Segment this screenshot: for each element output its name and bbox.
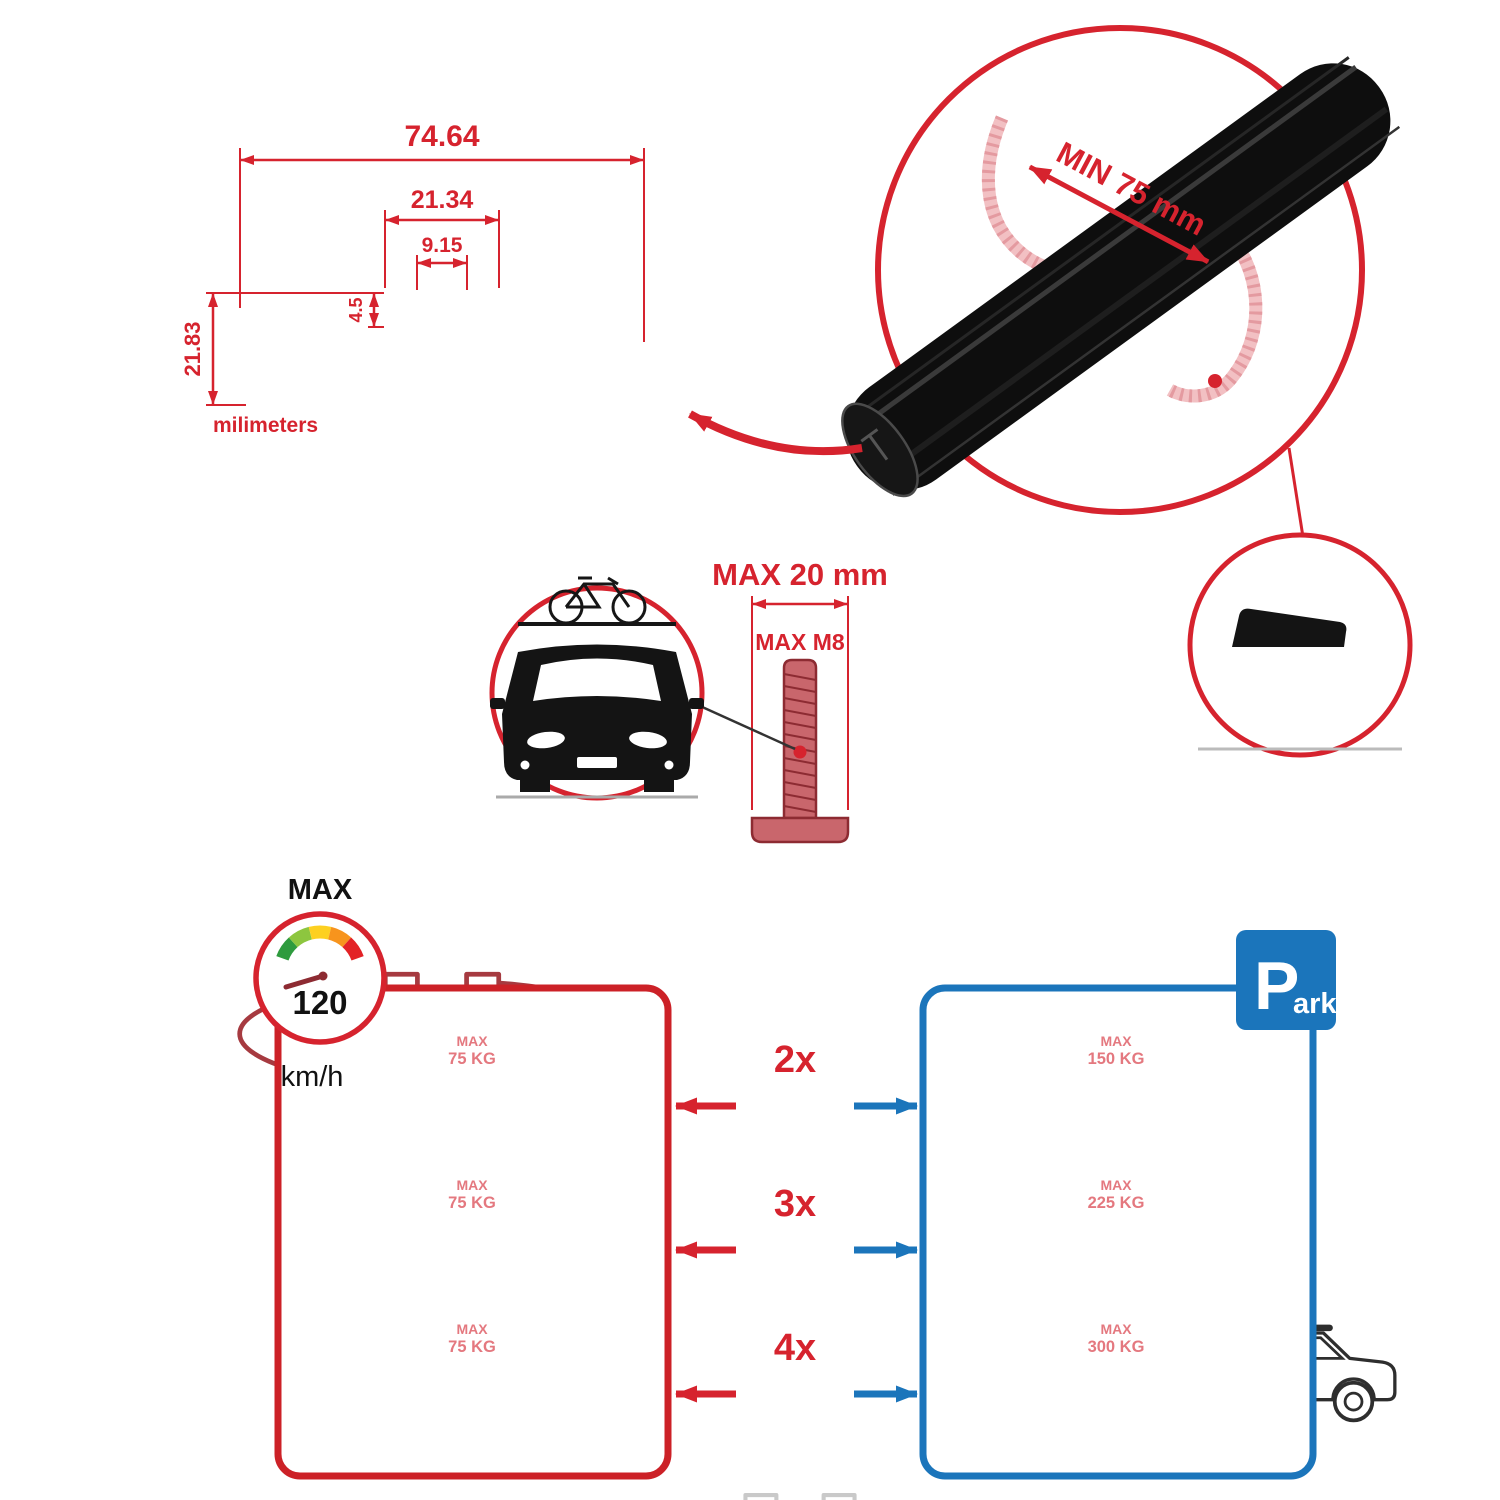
load-value: 300 KG — [1088, 1338, 1145, 1356]
park-sign-p: P — [1254, 948, 1299, 1024]
park-sign: P ark — [1236, 930, 1337, 1030]
load-value: 75 KG — [448, 1194, 496, 1212]
tslot-profile-gray — [605, 1491, 994, 1500]
roofbox-icon — [1232, 608, 1347, 647]
load-row-3: MAX 75 KG 4x MAX 300 KG — [448, 1321, 1145, 1403]
parked-panel — [919, 984, 1317, 1480]
dim-total-width: 74.64 — [404, 120, 479, 153]
headlight-left — [527, 731, 565, 749]
closeup-pointer-arrow — [688, 410, 863, 456]
load-value: 225 KG — [1088, 1194, 1145, 1212]
load-capacity-section: MAX 75 KG 2x MAX 150 KG MAX 75 KG 3x MAX — [253, 874, 1337, 1480]
max-thread-label: MAX M8 — [755, 629, 845, 655]
license-plate — [577, 757, 617, 768]
park-sign-ark: ark — [1293, 988, 1337, 1020]
suv-roofbox-icon — [1198, 608, 1402, 1421]
load-max-label: MAX — [1100, 1321, 1132, 1337]
bar-endcap-slot — [860, 428, 889, 461]
speed-limit-gauge: MAX 120 km/h — [253, 874, 387, 1093]
load-value: 150 KG — [1088, 1050, 1145, 1068]
min-span-arrow — [1028, 164, 1210, 265]
windshield — [533, 658, 661, 701]
bike-car-circle — [489, 576, 705, 801]
bolt-t-head — [750, 816, 850, 844]
load-max-label: MAX — [456, 1177, 488, 1193]
speed-max-label: MAX — [288, 874, 353, 906]
mirror-right — [689, 698, 704, 709]
driving-panel — [274, 984, 672, 1480]
cross-section-diagram: 74.64 21.34 9.15 4.5 21.83 milimeters — [180, 120, 644, 1087]
park-sign-background — [1236, 930, 1336, 1030]
bike-circle-connector — [699, 704, 796, 751]
car-front-icon — [490, 622, 704, 799]
bolt-point-dot — [793, 745, 807, 759]
unit-label: milimeters — [213, 414, 318, 437]
load-value: 75 KG — [448, 1338, 496, 1356]
bolt-diagram: MAX 20 mm MAX M8 — [605, 557, 994, 1500]
clamp-point-dot — [1208, 374, 1222, 388]
gauge-needle — [283, 973, 326, 990]
gauge-arc-segments — [276, 925, 364, 961]
circle-connector-line — [1287, 447, 1305, 538]
bar-closeup-circle: MIN 75 mm — [841, 25, 1401, 515]
bar-count: 4x — [774, 1327, 816, 1369]
speed-unit: km/h — [281, 1061, 344, 1093]
load-max-label: MAX — [456, 1321, 488, 1337]
mirror-left — [490, 698, 505, 709]
dim-slot-width: 9.15 — [422, 234, 463, 257]
max-head-width-label: MAX 20 mm — [712, 557, 888, 592]
clamp-right-icon — [1166, 225, 1263, 403]
load-max-label: MAX — [456, 1033, 488, 1049]
load-value: 75 KG — [448, 1050, 496, 1068]
dim-lip-depth: 4.5 — [346, 297, 366, 322]
headlight-right — [629, 731, 667, 749]
suv-roofbox-circle — [1187, 532, 1413, 1421]
bar-count: 3x — [774, 1183, 816, 1225]
bar-count: 2x — [774, 1039, 816, 1081]
load-max-label: MAX — [1100, 1033, 1132, 1049]
load-max-label: MAX — [1100, 1177, 1132, 1193]
dim-total-height: 21.83 — [180, 321, 205, 376]
load-row-1: MAX 75 KG 2x MAX 150 KG — [448, 1033, 1145, 1115]
dim-channel-width: 21.34 — [411, 186, 474, 214]
load-row-2: MAX 75 KG 3x MAX 225 KG — [448, 1177, 1145, 1259]
speed-value: 120 — [292, 984, 347, 1021]
tslot-bolt-icon — [750, 658, 850, 844]
dimension-lines — [208, 155, 644, 405]
